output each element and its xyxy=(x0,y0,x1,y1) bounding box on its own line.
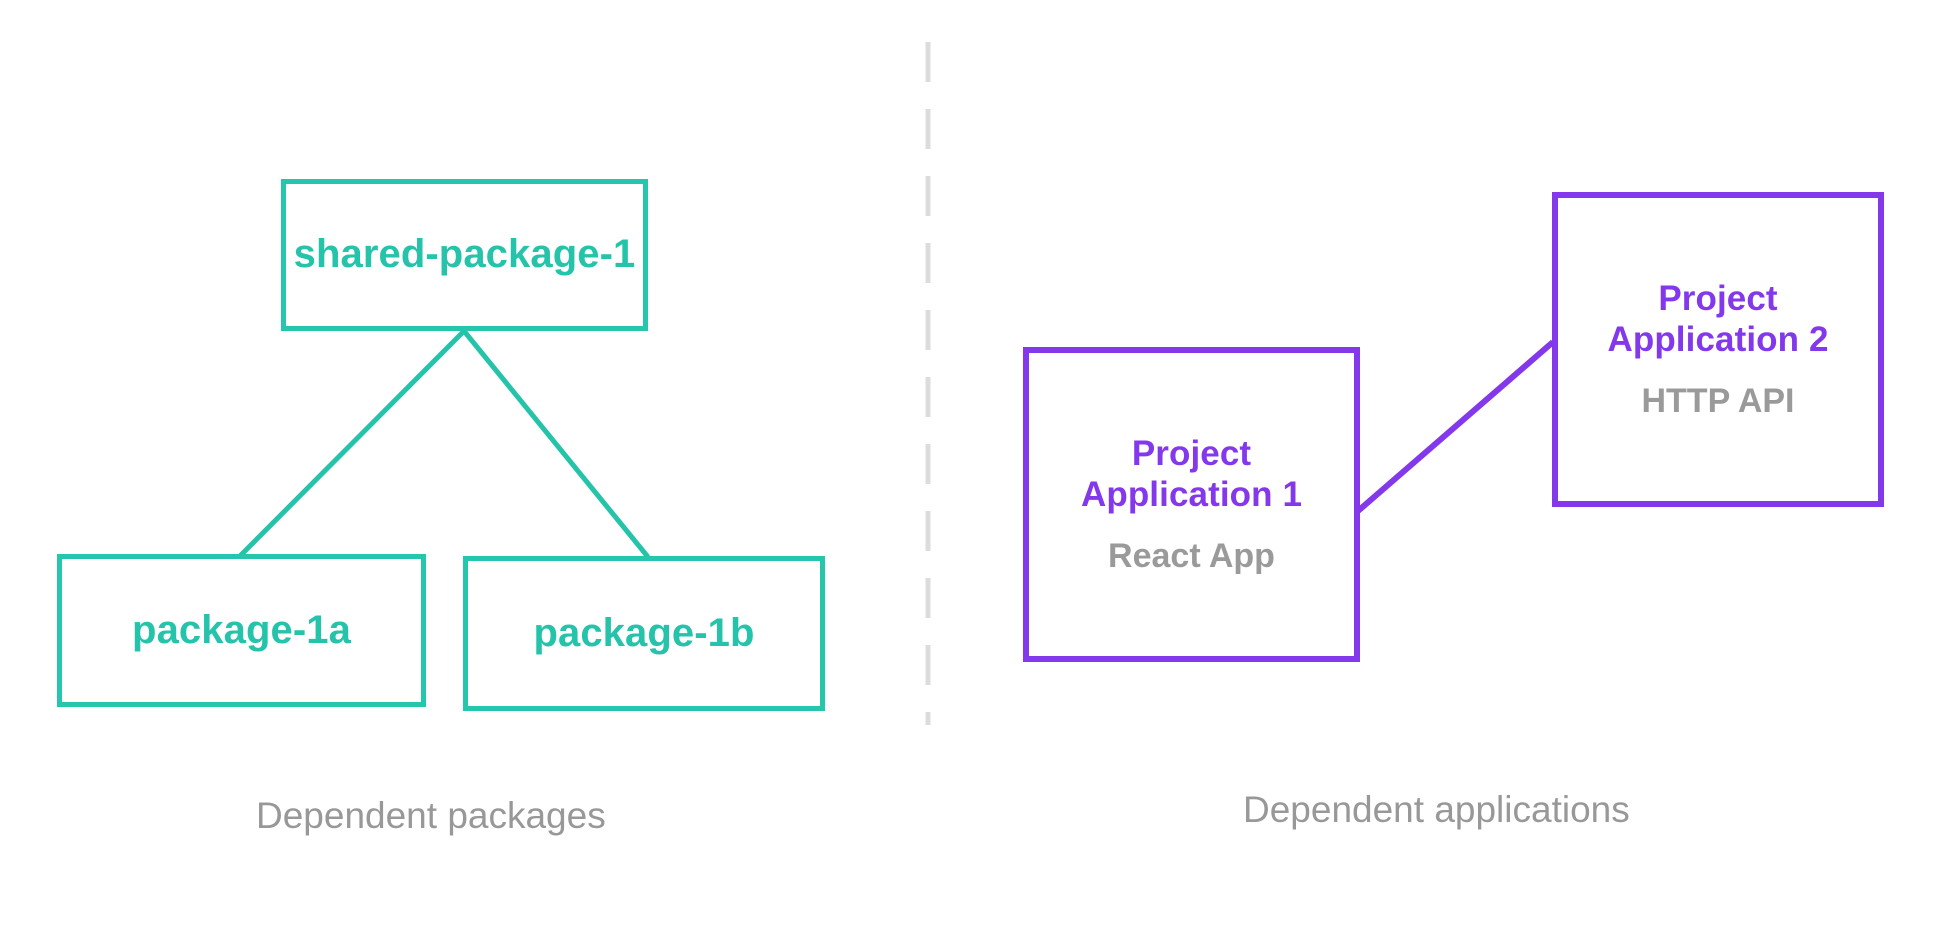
node-project-application-2-subtitle: HTTP API xyxy=(1641,382,1795,421)
node-project-application-1-title: Project Application 1 xyxy=(1081,433,1302,516)
node-package-1a[interactable]: package-1a xyxy=(57,554,426,707)
node-project-application-1-subtitle: React App xyxy=(1108,537,1275,576)
node-project-application-2[interactable]: Project Application 2 HTTP API xyxy=(1552,192,1884,507)
node-shared-package-1-title: shared-package-1 xyxy=(293,232,636,277)
caption-dependent-applications: Dependent applications xyxy=(1243,789,1630,830)
edge-shared-package-1-to-package-1a xyxy=(238,329,466,558)
node-project-application-1-title-line-1: Project xyxy=(1131,433,1252,473)
node-project-application-2-title-line-1: Project xyxy=(1658,278,1778,318)
edge-shared-package-1-to-package-1b xyxy=(462,329,650,559)
node-project-application-1[interactable]: Project Application 1 React App xyxy=(1023,347,1360,662)
node-project-application-1-title-line-2: Application 1 xyxy=(1080,474,1303,514)
caption-dependent-packages: Dependent packages xyxy=(256,795,606,836)
node-package-1a-title: package-1a xyxy=(132,607,351,652)
node-project-application-2-title: Project Application 2 xyxy=(1607,278,1828,361)
edge-project-application-1-to-project-application-2 xyxy=(1356,339,1555,514)
node-package-1b[interactable]: package-1b xyxy=(463,556,825,711)
node-shared-package-1[interactable]: shared-package-1 xyxy=(281,179,648,331)
node-project-application-2-title-line-2: Application 2 xyxy=(1607,319,1829,359)
node-package-1b-title: package-1b xyxy=(533,610,755,655)
